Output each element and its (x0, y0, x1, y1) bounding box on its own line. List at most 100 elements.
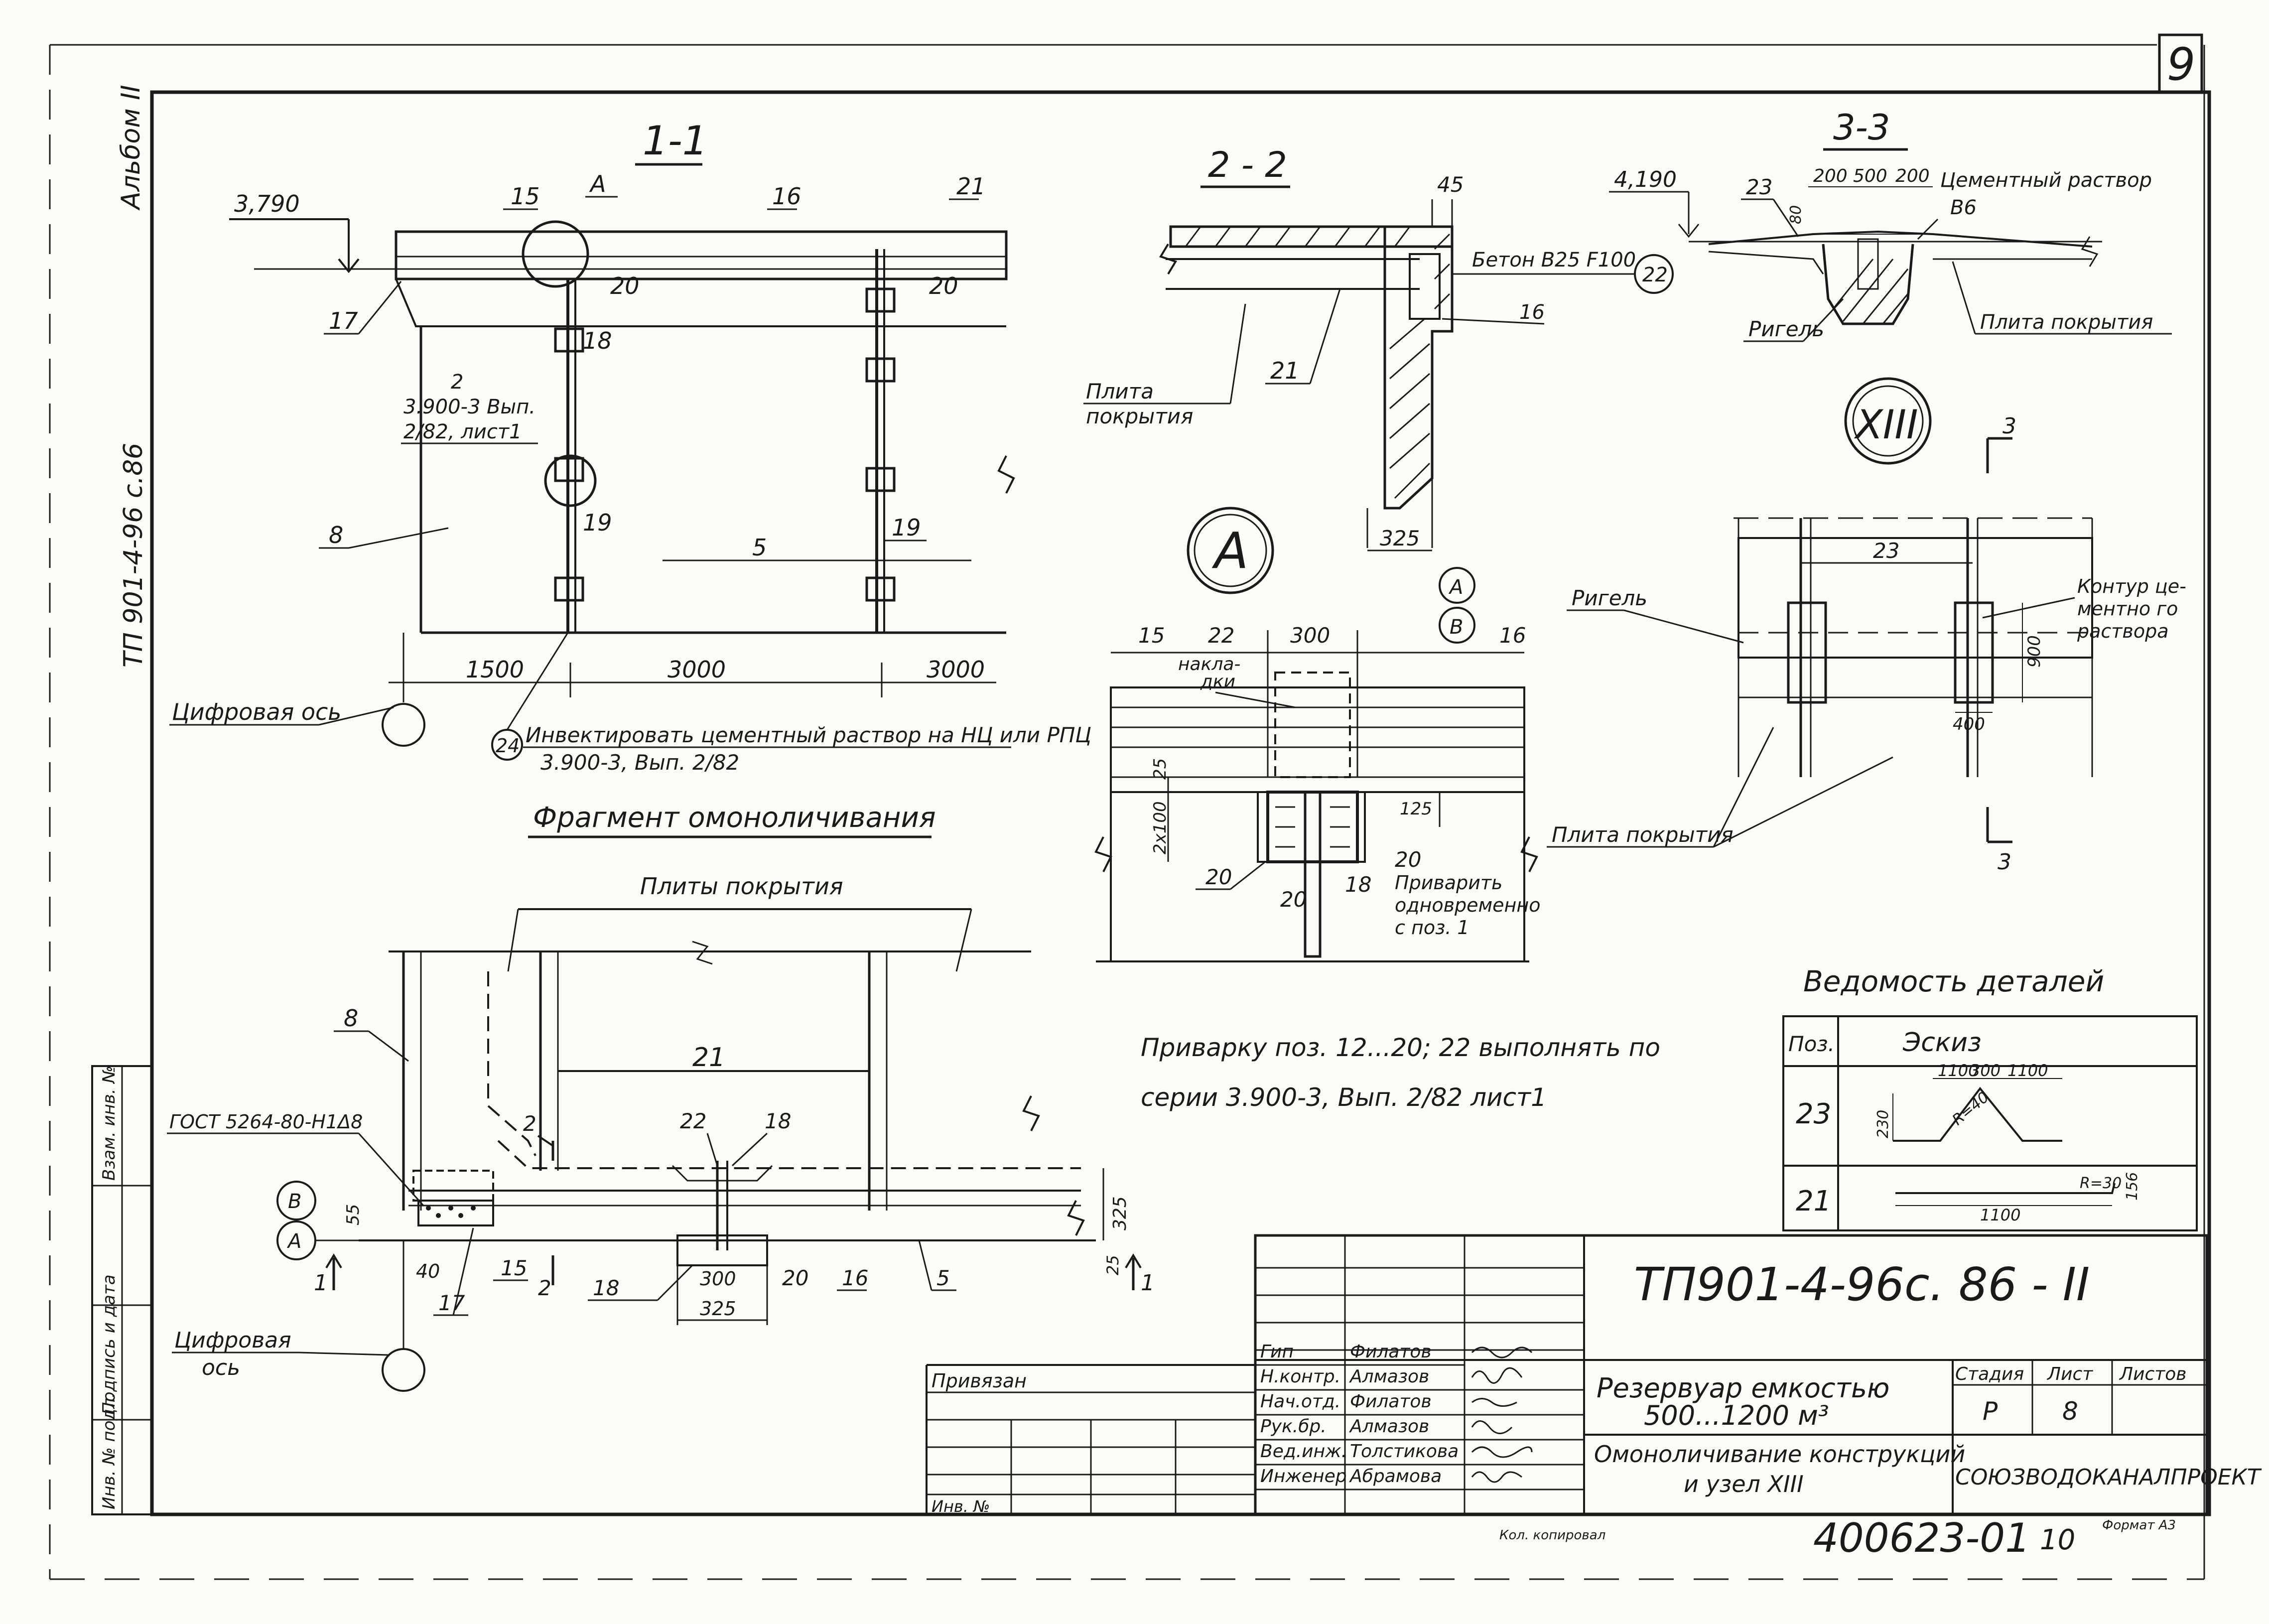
s11-inject-note-2: 3.900-3, Вып. 2/82 (540, 750, 739, 775)
tb-sheet: 8 (2062, 1397, 2078, 1426)
frag-bot-2: 2 (538, 1276, 551, 1300)
s33-rigel: Ригель (1748, 317, 1824, 341)
s11-pos-20a: 20 (610, 272, 640, 299)
tb-role-5: Инженер (1260, 1466, 1347, 1487)
side-code-label: ТП 901-4-96 с.86 (119, 443, 148, 668)
tb-kopiroval: Кол. копировал (1499, 1528, 1605, 1543)
na-dim-22: 22 (1208, 623, 1234, 648)
s22-dim-45: 45 (1437, 172, 1464, 197)
s11-pos-21: 21 (956, 173, 986, 200)
tb-sheet-title-2: и узел XIII (1684, 1471, 1804, 1497)
xiii-contour-2: ментно го (2077, 598, 2178, 620)
details-row1-d3: 1100 (2007, 1061, 2048, 1080)
s22-pos-16: 16 (1519, 301, 1545, 324)
frag-bot-1b: 1 (1141, 1270, 1155, 1296)
details-hdr-sketch: Эскиз (1902, 1028, 1982, 1058)
tb-sheet-hdr: Лист (2046, 1364, 2093, 1384)
tb-doc-number: 400623-01 (1813, 1515, 2030, 1561)
title-block: ТП901-4-96с. 86 - II Привязан Инв. № Гип… (926, 1234, 2262, 1561)
na-dim-15: 15 (1138, 623, 1165, 648)
frag-bot-300: 300 (700, 1268, 736, 1290)
s11-pos-17: 17 (329, 307, 358, 334)
tb-name-2: Филатов (1350, 1391, 1432, 1412)
sheet-number-box (2158, 33, 2203, 94)
s11-pos-16: 16 (772, 183, 801, 210)
s22-plate-2: покрытия (1086, 404, 1193, 428)
tb-name-3: Алмазов (1349, 1416, 1429, 1437)
s11-axis-label: Цифровая ось (172, 698, 341, 725)
s11-pos-19b: 19 (892, 514, 921, 541)
na-dim-300: 300 (1290, 623, 1330, 648)
frag-bot-16: 16 (842, 1266, 868, 1290)
details-row1-pos: 23 (1796, 1098, 1831, 1130)
frag-gost: ГОСТ 5264-80-Н1Δ8 (169, 1111, 363, 1133)
frag-axis-1: Цифровая (174, 1328, 291, 1353)
tb-project-2: 500...1200 м³ (1644, 1400, 1829, 1431)
frag-pos-21: 21 (692, 1043, 725, 1073)
na-dim-125: 125 (1400, 799, 1432, 819)
node-a-marker-letter: A (1211, 522, 1248, 580)
s11-ref-3: 2/82, лист1 (403, 420, 522, 443)
frag-axis-2: ось (202, 1355, 240, 1380)
details-row2-pos: 21 (1796, 1185, 1831, 1218)
frag-bot-18: 18 (593, 1276, 619, 1300)
tb-signatures (1471, 1347, 1533, 1483)
outer-frame (150, 90, 2211, 1516)
section-3-3: 3-3 4,190 23 80 200 500 200 Цементный ра… (1609, 107, 2172, 342)
frag-cut-2: 2 (523, 1111, 536, 1136)
tb-sheets-hdr: Листов (2119, 1364, 2186, 1384)
sheet-number: 9 (2167, 38, 2195, 91)
s11-mark-a: A (589, 170, 606, 197)
node-xiii-detail: 3 3 23 Ригель Контур це- ментно го раств… (1547, 413, 2186, 875)
s11-dim-3000a: 3000 (667, 656, 726, 683)
s11-ref-1: 2 (451, 371, 463, 394)
s33-pos-23: 23 (1746, 175, 1772, 199)
details-row2-d2: 156 (2124, 1172, 2141, 1201)
s11-inject-note-1: Инвектировать цементный раствор на НЦ ил… (526, 723, 1091, 747)
na-pos-20b: 20 (1280, 887, 1307, 912)
frag-bot-1a: 1 (314, 1270, 328, 1296)
elev-3790: 3,790 (234, 190, 300, 217)
frag-bot-20: 20 (782, 1266, 808, 1290)
tb-project-1: Резервуар емкостью (1597, 1372, 1889, 1404)
frag-mark-b: B (288, 1190, 301, 1213)
tb-stage: Р (1983, 1397, 1998, 1426)
details-row1-d1: 1100 (1938, 1061, 1978, 1080)
node-a-detail: 15 22 300 16 накла- дки 25 2х100 125 20 … (1094, 623, 1541, 962)
s33-dim-200a: 200 (1813, 166, 1848, 186)
frag-bot-15: 15 (501, 1256, 527, 1280)
details-table: Ведомость деталей Поз. Эскиз 23 1100 300… (1782, 964, 2198, 1231)
frag-pos-22: 22 (680, 1109, 706, 1133)
strip-replace: Взам. инв. № (99, 1066, 119, 1181)
s11-pos-20b: 20 (929, 272, 958, 299)
frag-bot-5: 5 (936, 1266, 950, 1290)
tb-role-0: Гип (1260, 1342, 1294, 1362)
details-row2-d3: 1100 (1980, 1206, 2020, 1224)
tb-name-4: Толстикова (1350, 1441, 1459, 1462)
tb-role-3: Рук.бр. (1260, 1416, 1327, 1437)
tb-role-1: Н.контр. (1260, 1366, 1340, 1387)
left-stamp-strip: Инв. № подл. Подпись и дата Взам. инв. № (91, 1065, 153, 1515)
xiii-cut-top: 3 (2002, 413, 2016, 439)
details-row1-d4: 230 (1874, 1110, 1892, 1138)
frag-pos-8: 8 (344, 1005, 358, 1032)
s22-concrete-pos: 22 (1642, 264, 1668, 286)
frag-plates: Плиты покрытия (640, 873, 843, 900)
xiii-dim-400: 400 (1953, 714, 1985, 734)
album-label: Альбом II (116, 85, 146, 211)
tb-privyazan: Привязан (932, 1370, 1027, 1392)
tb-page: 10 (2040, 1524, 2075, 1556)
xiii-rigel: Ригель (1572, 586, 1647, 610)
s11-inject-pos: 24 (496, 735, 520, 757)
weld-note-line-1: Приварку поз. 12...20; 22 выполнять по (1141, 1033, 1660, 1062)
frag-dim-55: 55 (343, 1204, 363, 1225)
s11-pos-8: 8 (329, 522, 343, 548)
s22-plate-1: Плита (1086, 379, 1154, 404)
xiii-contour-1: Контур це- (2077, 575, 2186, 597)
xiii-pos-23: 23 (1873, 539, 1899, 563)
section-1-1-title: 1-1 (643, 118, 708, 164)
s11-pos-18: 18 (583, 327, 612, 354)
node-xiii-marker (1844, 377, 1932, 465)
xiii-contour-3: раствора (2077, 620, 2169, 642)
details-row2-d1: R=30 (2080, 1175, 2122, 1192)
